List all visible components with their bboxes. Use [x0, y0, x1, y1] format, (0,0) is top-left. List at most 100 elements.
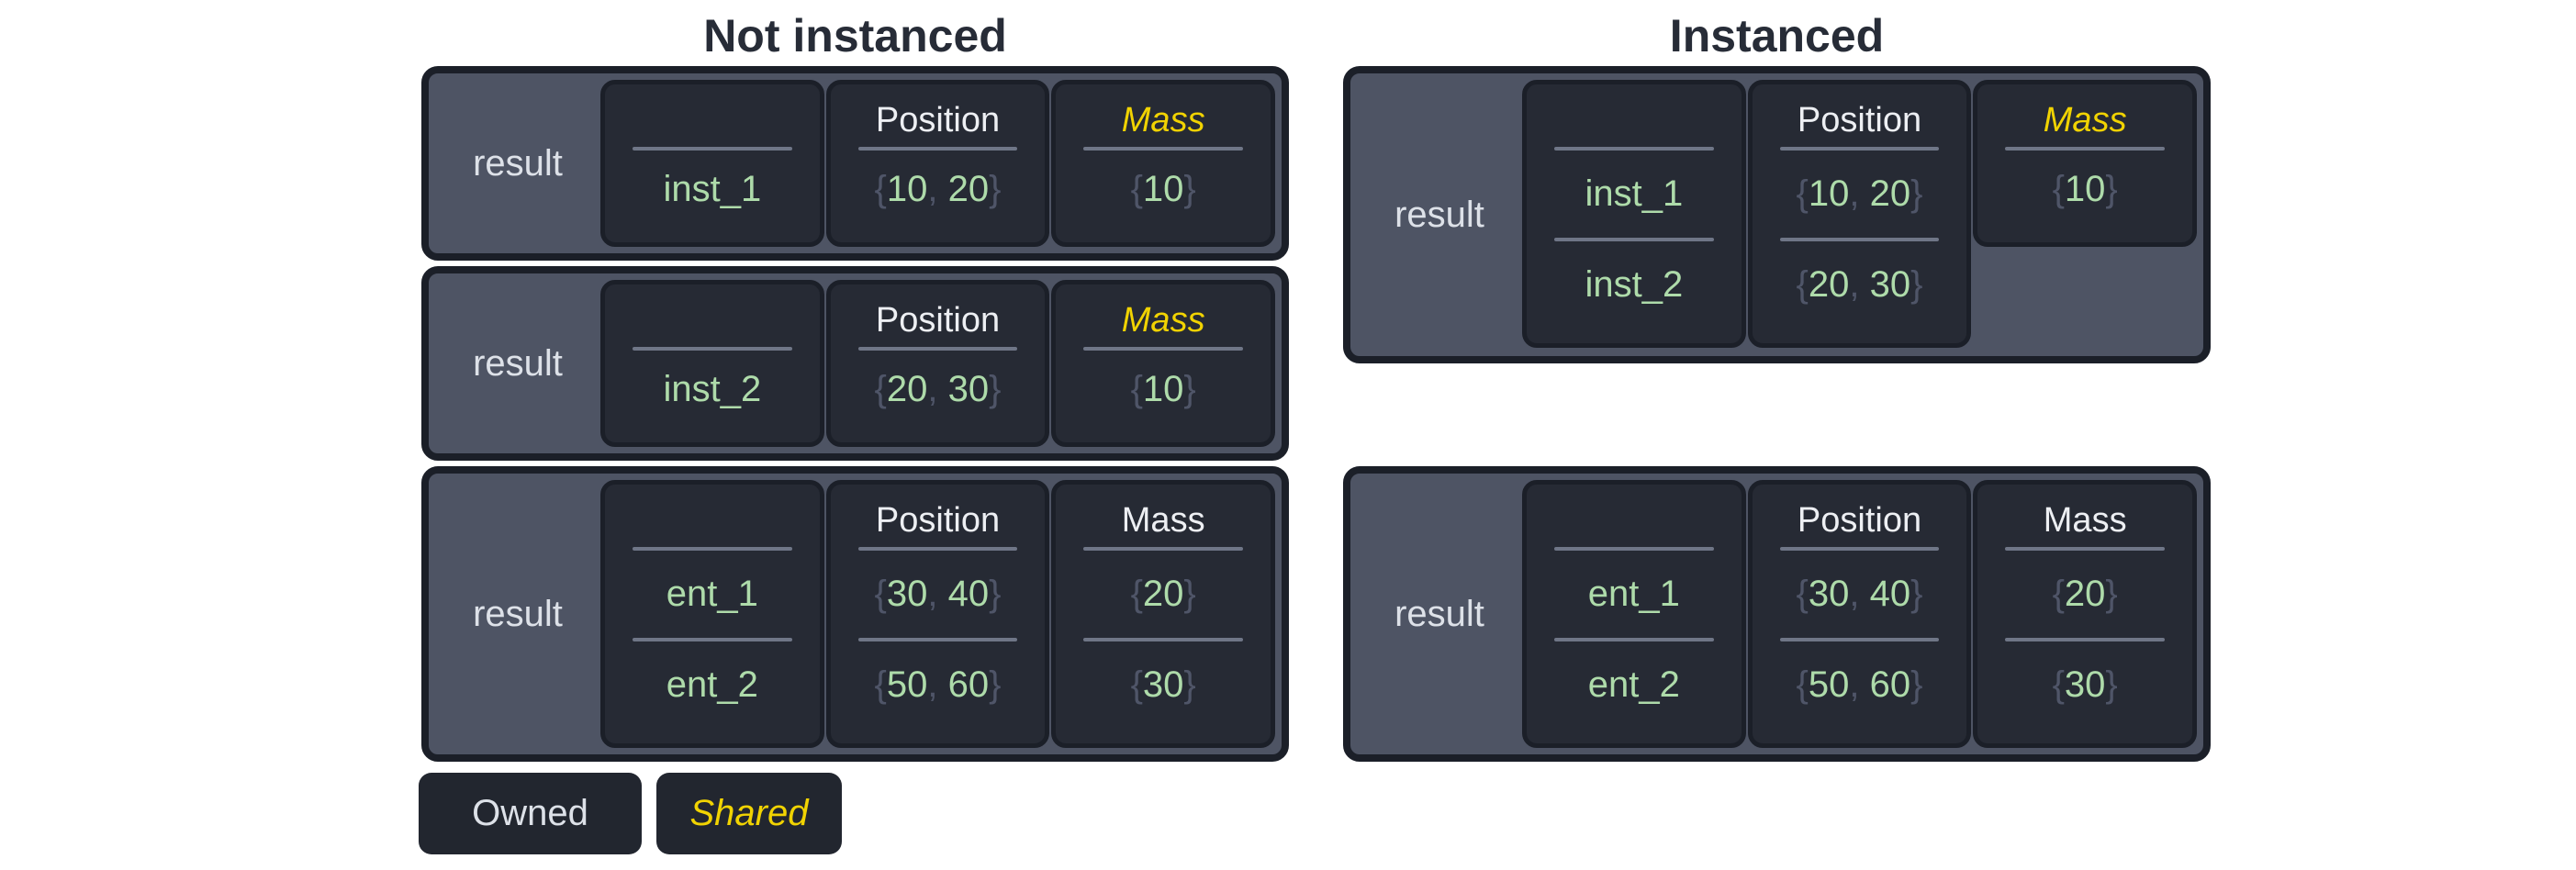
value-number: 10 — [2064, 168, 2106, 209]
close-brace: } — [1910, 664, 1923, 705]
value-number: 20 — [886, 368, 928, 409]
value-cell: {20} — [2053, 551, 2118, 638]
open-brace: { — [1796, 264, 1809, 305]
value-cell: {20, 30} — [875, 351, 1002, 428]
result-label: result — [473, 342, 563, 384]
comma: , — [1849, 173, 1870, 214]
close-brace: } — [989, 574, 1002, 614]
value-number: 30 — [1869, 264, 1911, 305]
separator-line — [633, 147, 792, 151]
open-brace: { — [1796, 664, 1809, 705]
legend-owned-chip: Owned — [419, 773, 642, 854]
separator-line — [1779, 638, 1940, 641]
value-number: 40 — [947, 574, 990, 614]
value-number: 30 — [886, 574, 928, 614]
separator-line — [1779, 547, 1940, 551]
close-brace: } — [2105, 664, 2118, 705]
open-brace: { — [1130, 664, 1143, 705]
value-number: 30 — [1142, 664, 1184, 705]
component-header: Position — [1797, 100, 1922, 139]
value-number: 50 — [1808, 664, 1850, 705]
comma: , — [1849, 664, 1870, 705]
value-cell: {10} — [1131, 351, 1196, 428]
comma: , — [927, 574, 948, 614]
open-brace: { — [2052, 168, 2065, 209]
component-column-names: inst_1 inst_2 — [1522, 80, 1746, 348]
section-title-instanced: Instanced — [1669, 10, 1885, 61]
value-number: 10 — [1142, 368, 1184, 409]
comma: , — [1849, 574, 1870, 614]
value-cell: ent_2 — [1588, 641, 1680, 729]
legend: Owned Shared — [419, 773, 842, 854]
value-number: 10 — [1808, 173, 1850, 214]
value-number: 40 — [1869, 574, 1911, 614]
value-cell: ent_1 — [666, 551, 758, 638]
open-brace: { — [874, 664, 887, 705]
component-header: Position — [875, 300, 1001, 340]
value-cell: {50, 60} — [1797, 641, 1923, 729]
entity-name: inst_2 — [1585, 264, 1684, 305]
entity-name: inst_1 — [1585, 173, 1684, 214]
value-cell: {10} — [2053, 151, 2118, 228]
separator-line — [1554, 547, 1714, 551]
close-brace: } — [1910, 574, 1923, 614]
close-brace: } — [989, 664, 1002, 705]
value-number: 20 — [2064, 574, 2106, 614]
value-cell: {10, 20} — [1797, 151, 1923, 238]
entity-name: ent_2 — [666, 664, 758, 705]
value-number: 20 — [1808, 264, 1850, 305]
separator-line — [633, 638, 792, 641]
close-brace: } — [1910, 264, 1923, 305]
close-brace: } — [1183, 664, 1196, 705]
open-brace: { — [1796, 173, 1809, 214]
value-number: 30 — [2064, 664, 2106, 705]
value-number: 60 — [947, 664, 990, 705]
component-columns: inst_2 Position {20, 30} Mass {10} — [600, 280, 1276, 447]
shared-component-header: Mass — [1121, 300, 1205, 340]
entity-name: ent_1 — [666, 574, 758, 614]
value-cell: inst_1 — [663, 151, 761, 228]
open-brace: { — [2052, 574, 2065, 614]
separator-line — [633, 547, 792, 551]
separator-line — [1554, 238, 1714, 241]
value-number: 20 — [1869, 173, 1911, 214]
separator-line — [857, 547, 1018, 551]
component-column-names: ent_1 ent_2 — [600, 480, 824, 748]
open-brace: { — [1130, 574, 1143, 614]
value-cell: {30} — [1131, 641, 1196, 729]
open-brace: { — [874, 574, 887, 614]
close-brace: } — [1183, 574, 1196, 614]
component-column-names: inst_1 — [600, 80, 824, 247]
entity-name: inst_2 — [663, 368, 762, 409]
value-cell: inst_2 — [663, 351, 761, 428]
comma: , — [1849, 264, 1870, 305]
entity-name: ent_2 — [1587, 664, 1680, 705]
shared-component-header: Mass — [2043, 100, 2127, 139]
close-brace: } — [2105, 168, 2118, 209]
component-column-mass: Mass{10} — [1051, 80, 1276, 247]
comma: , — [927, 168, 948, 209]
open-brace: { — [874, 168, 887, 209]
separator-line — [1554, 638, 1714, 641]
value-number: 50 — [886, 664, 928, 705]
value-cell: {30, 40} — [875, 551, 1002, 638]
value-cell: {10, 20} — [875, 151, 1002, 228]
shared-component-header: Mass — [1121, 100, 1205, 139]
component-column-mass: Mass {10} — [1051, 280, 1276, 447]
separator-line — [857, 638, 1018, 641]
separator-line — [2005, 147, 2166, 151]
open-brace: { — [1130, 368, 1143, 409]
result-label: result — [473, 593, 563, 634]
section-title-not-instanced: Not instanced — [703, 10, 1007, 61]
close-brace: } — [1183, 168, 1196, 209]
result-label: result — [1394, 593, 1484, 634]
value-number: 60 — [1869, 664, 1911, 705]
component-column-mass: Mass{20}{30} — [1973, 480, 2198, 748]
